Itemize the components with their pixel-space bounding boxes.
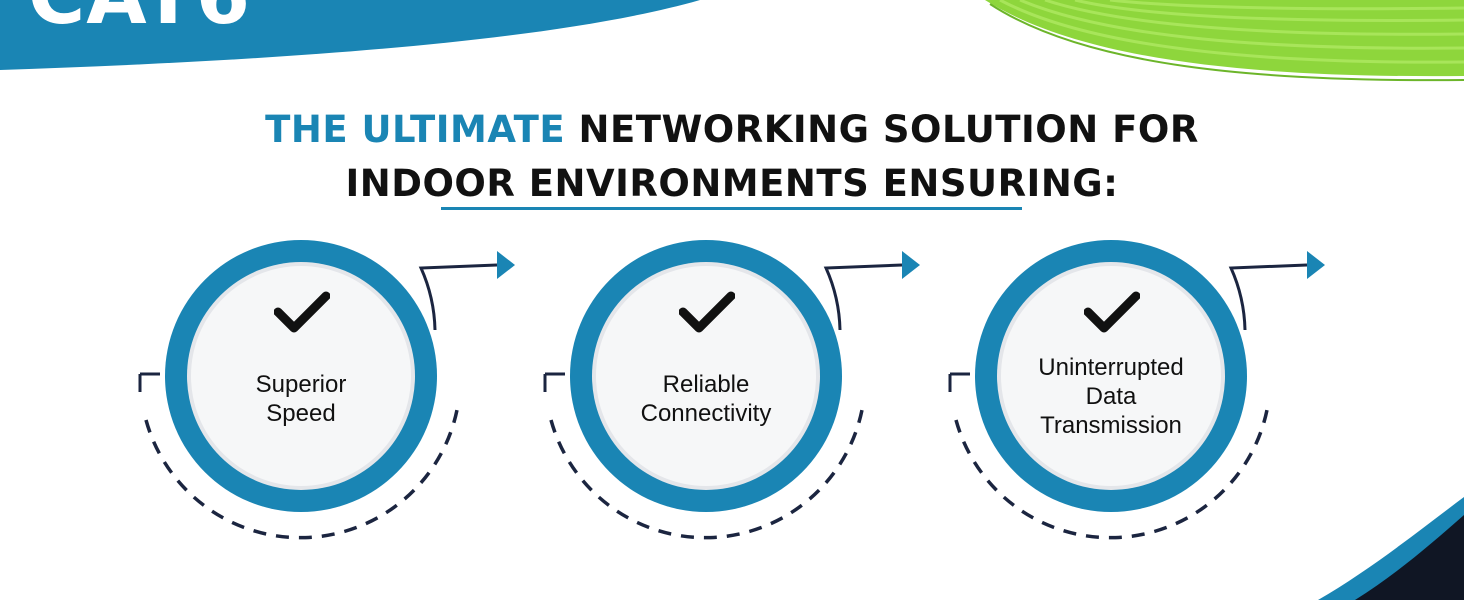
feature-label-line: Reliable — [662, 371, 750, 398]
flow-arrow-3 — [948, 251, 1325, 540]
feature-card-uninterrupted-data-transmission: Uninterrupted Data Transmission — [975, 240, 1247, 512]
checkmark-icon — [274, 291, 330, 333]
brand-banner — [0, 0, 700, 70]
checkmark-icon — [679, 291, 735, 333]
feature-ring — [975, 240, 1247, 512]
checkmark-icon — [1084, 291, 1140, 333]
arrow-right-icon — [1307, 251, 1325, 279]
feature-label-line: Uninterrupted — [1038, 354, 1184, 381]
feature-ring — [165, 240, 437, 512]
flow-arrow-1 — [138, 251, 515, 540]
headline-line-2: INDOOR ENVIRONMENTS ENSURING: — [345, 162, 1119, 205]
feature-ring — [570, 240, 842, 512]
feature-label-line: Transmission — [1040, 412, 1182, 439]
corner-decoration — [1318, 497, 1464, 600]
feature-card-superior-speed: Superior Speed — [165, 240, 437, 512]
headline-line-1-rest: NETWORKING SOLUTION FOR — [565, 108, 1199, 151]
feature-label: Reliable Connectivity — [606, 370, 806, 428]
headline-line-1: THE ULTIMATE NETWORKING SOLUTION FOR — [0, 111, 1464, 148]
headline-accent: THE ULTIMATE — [265, 108, 566, 151]
headline-underline — [441, 207, 1022, 210]
feature-label: Uninterrupted Data Transmission — [1011, 353, 1211, 440]
feature-label: Superior Speed — [201, 370, 401, 428]
flow-arrow-2 — [543, 251, 920, 540]
arrow-right-icon — [902, 251, 920, 279]
feature-label-line: Speed — [266, 400, 336, 427]
arrow-right-icon — [497, 251, 515, 279]
cable-coil-image — [985, 0, 1464, 82]
feature-label-line: Superior — [255, 371, 347, 398]
feature-label-line: Connectivity — [640, 400, 772, 427]
feature-label-line: Data — [1085, 383, 1137, 410]
feature-card-reliable-connectivity: Reliable Connectivity — [570, 240, 842, 512]
brand-title: CAT6 — [28, 0, 251, 36]
